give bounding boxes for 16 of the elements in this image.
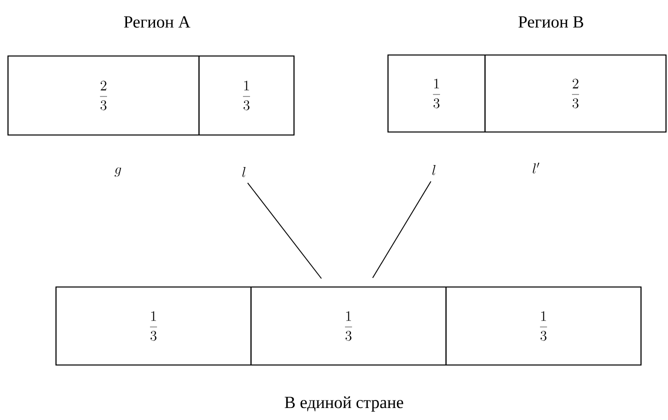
variable-label: $g$ [114, 167, 122, 177]
fraction-cell: $\frac{2}{3}$ [7, 55, 200, 136]
connector-line [372, 180, 432, 278]
fraction-cell: $\frac{1}{3}$ [55, 286, 252, 366]
region-title: В единой стране [284, 396, 404, 412]
variable-label: $l'$ [532, 162, 540, 174]
variable-label: $l$ [242, 167, 246, 178]
fraction-cell: $\frac{1}{3}$ [250, 286, 447, 366]
connector-line [247, 182, 322, 279]
fraction-cell: $\frac{2}{3}$ [484, 54, 667, 133]
fraction-cell: $\frac{1}{3}$ [445, 286, 642, 366]
variable-label: $l$ [432, 165, 436, 176]
region-title: Регион B [518, 16, 584, 28]
fraction-cell: $\frac{1}{3}$ [387, 54, 486, 133]
fraction-cell: $\frac{1}{3}$ [198, 55, 295, 136]
region-title: Регион A [124, 16, 190, 28]
